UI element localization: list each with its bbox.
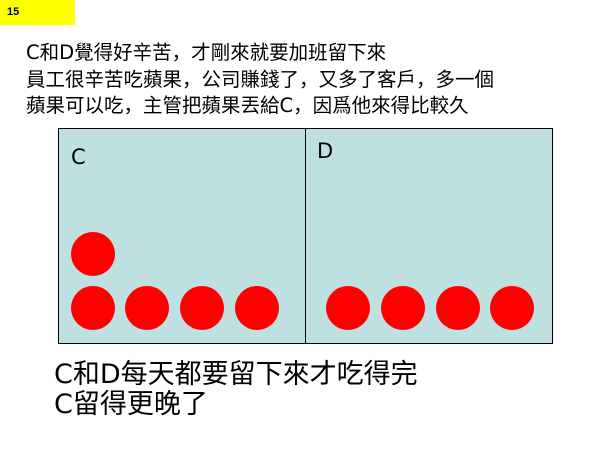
apple-c-2 [71, 286, 115, 330]
intro-line: 蘋果可以吃，主管把蘋果丟給C，因爲他來得比較久 [26, 94, 469, 117]
intro-text: C和D覺得好辛苦，才剛來就要加班留下來 員工很辛苦吃蘋果，公司賺錢了，又多了客戶… [26, 40, 596, 120]
apple-c-3 [125, 286, 169, 330]
intro-line: 員工很辛苦吃蘋果，公司賺錢了，又多了客戶，多一個 [26, 67, 495, 91]
conclusion-text: C和D每天都要留下來才吃得完 C留得更晚了 [54, 360, 418, 420]
intro-line: C和D覺得好辛苦，才剛來就要加班留下來 [26, 41, 387, 64]
apple-c-4 [180, 286, 224, 330]
panel-c-label: C [71, 145, 86, 169]
apple-c-5 [235, 286, 279, 330]
conclusion-line: C和D每天都要留下來才吃得完 [54, 359, 418, 390]
apple-c-1 [71, 232, 115, 276]
apple-d-3 [436, 286, 480, 330]
panel-d-label: D [317, 139, 334, 163]
apple-d-2 [381, 286, 425, 330]
panel-d: D [305, 128, 553, 344]
conclusion-line: C留得更晚了 [54, 389, 208, 420]
slide-number: 15 [0, 0, 75, 25]
apple-d-1 [326, 286, 370, 330]
panel-c: C [58, 128, 306, 344]
apple-d-4 [490, 286, 534, 330]
